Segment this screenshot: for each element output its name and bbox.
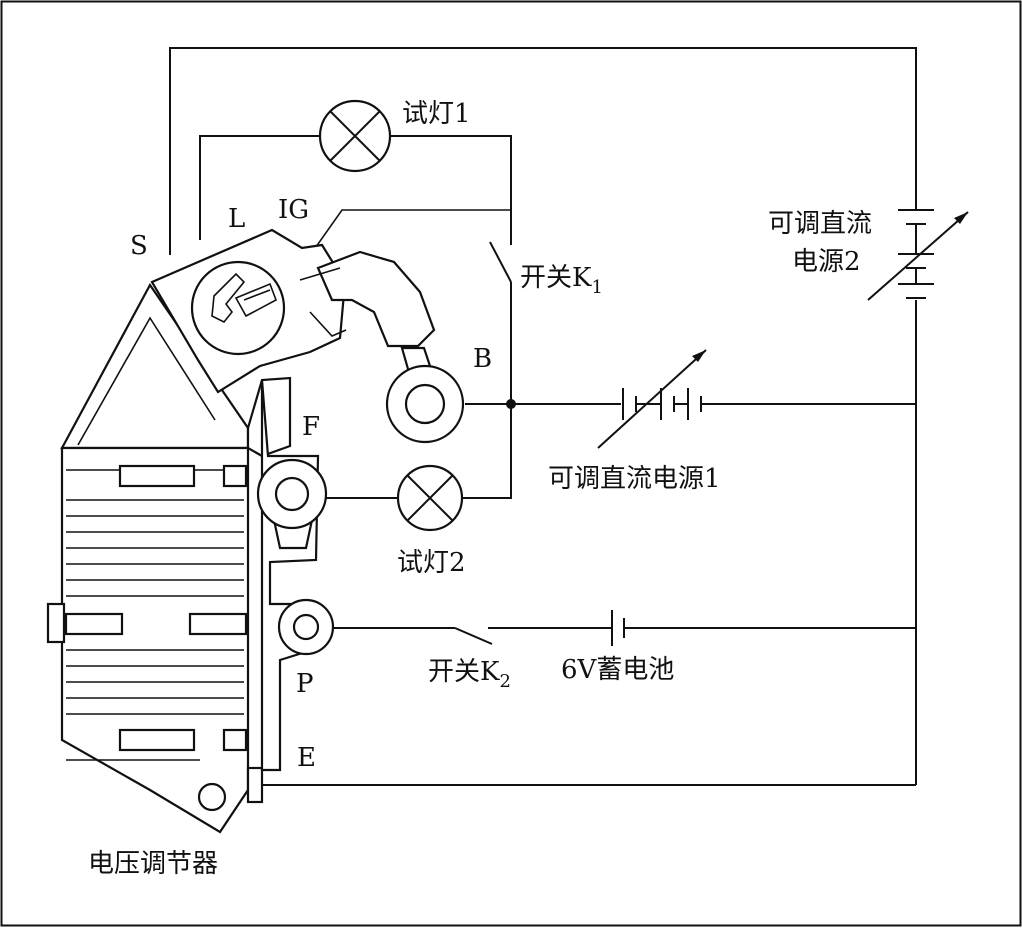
terminal-label-p: P — [296, 669, 314, 699]
battery-6v-symbol — [611, 610, 625, 646]
label-battery-6v: 6V蓄电池 — [561, 655, 674, 685]
label-switch-k1: 开关K1 — [520, 263, 603, 298]
terminal-label-s: S — [130, 231, 148, 261]
label-psu1: 可调直流电源1 — [548, 464, 721, 494]
label-psu2-line2: 电源2 — [792, 247, 861, 277]
terminal-label-b: B — [473, 344, 492, 374]
label-psu2-line1: 可调直流 — [768, 209, 872, 239]
label-voltage-regulator: 电压调节器 — [88, 849, 218, 879]
lamp1-symbol — [318, 99, 392, 173]
wire-s-top-bus — [169, 47, 917, 255]
psu1-symbol — [597, 349, 707, 449]
connector-elbow — [316, 250, 436, 348]
mounting-hole — [197, 782, 227, 812]
lamp2-symbol — [396, 464, 464, 532]
label-lamp2: 试灯2 — [397, 548, 466, 578]
psu2-symbol — [867, 209, 969, 301]
wire-k1-junction — [462, 282, 512, 499]
wire-lamp1-right — [390, 135, 512, 245]
connector-face — [190, 260, 286, 356]
label-switch-k2: 开关K2 — [428, 657, 511, 692]
terminal-label-ig: IG — [278, 195, 309, 225]
heatsink-fins — [66, 469, 244, 761]
switch-k1-blade — [489, 241, 512, 283]
wire-lamp1-left — [199, 135, 320, 240]
terminal-label-l: L — [228, 204, 245, 234]
terminal-label-f: F — [302, 412, 320, 442]
regulator-heatsink — [60, 446, 250, 834]
junction-dot — [506, 399, 516, 409]
terminal-label-e: E — [297, 743, 316, 773]
label-lamp1: 试灯1 — [402, 99, 471, 129]
voltage-regulator — [46, 228, 465, 834]
switch-k2-blade — [454, 627, 493, 645]
